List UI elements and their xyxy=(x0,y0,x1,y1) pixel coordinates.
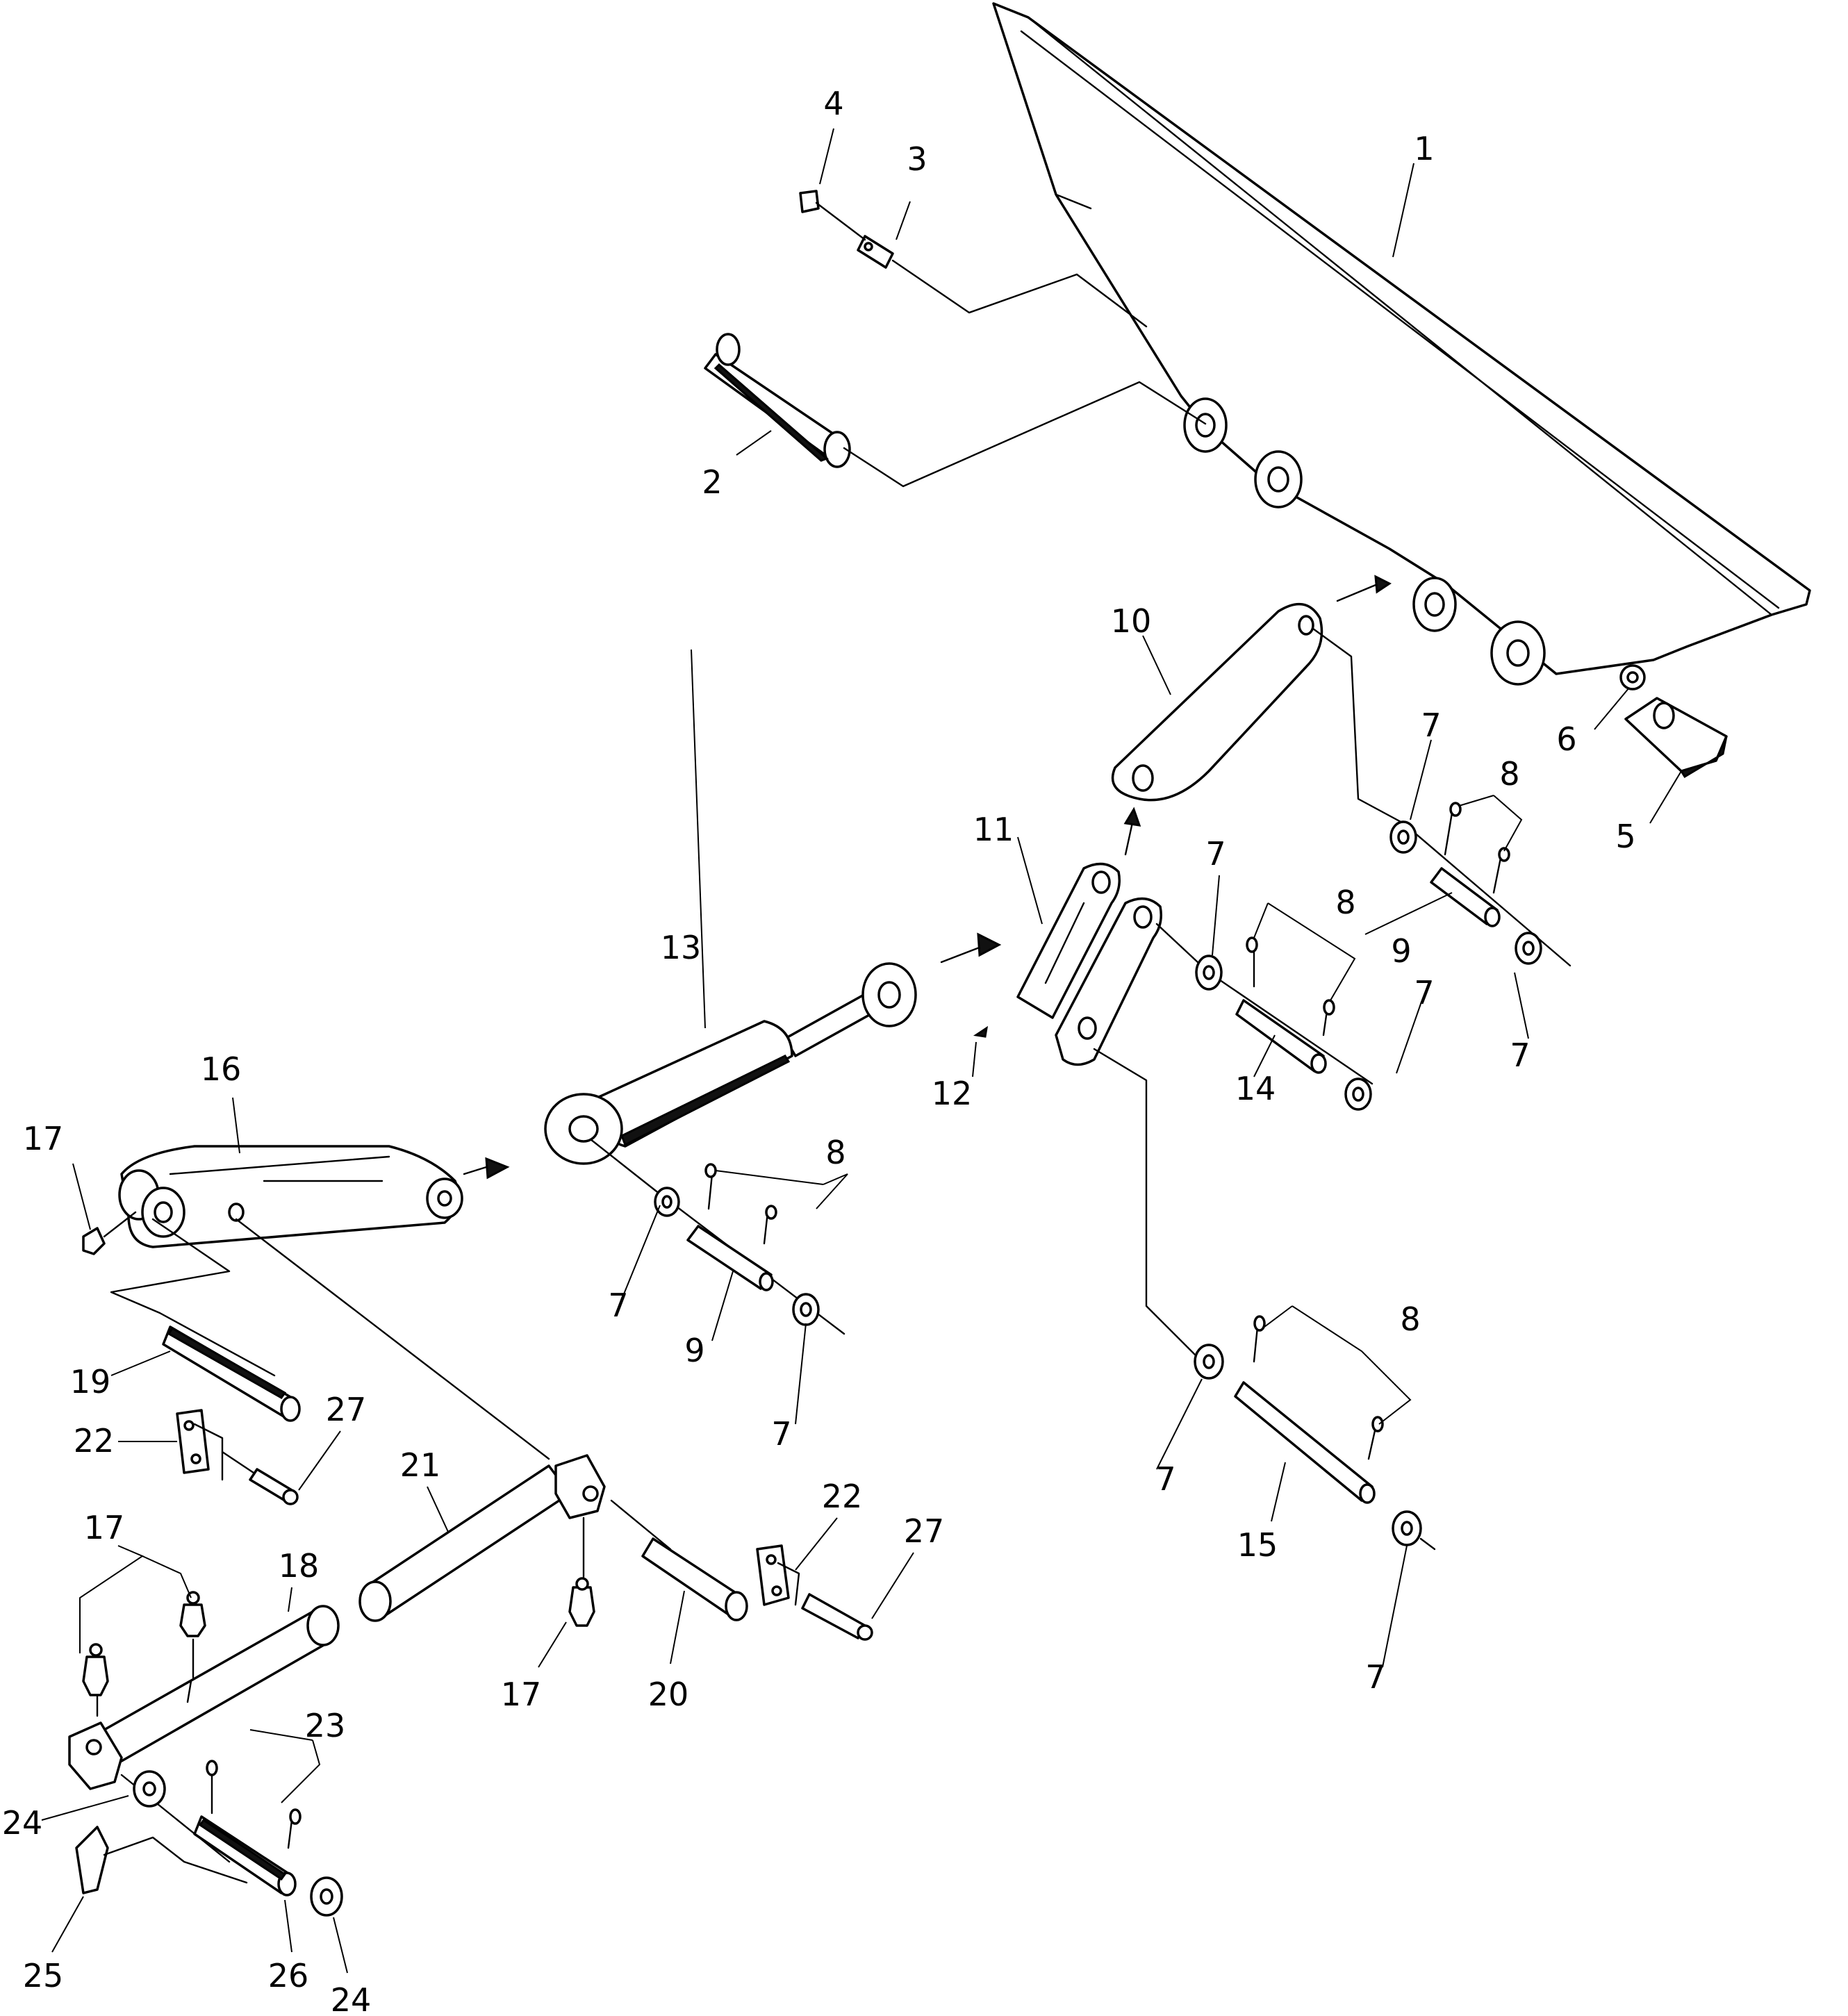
callout-1: 1 xyxy=(1414,130,1434,167)
callout-26: 26 xyxy=(268,1957,309,1994)
callout-18: 18 xyxy=(279,1547,320,1585)
callout-13: 13 xyxy=(661,929,702,966)
pin-9-group xyxy=(589,1138,845,1335)
nut-part xyxy=(1619,664,1646,691)
callout-15: 15 xyxy=(1237,1526,1278,1564)
callout-12: 12 xyxy=(932,1075,973,1112)
bolt-27-lower xyxy=(801,1593,873,1641)
callout-16: 16 xyxy=(201,1050,242,1088)
cylinder-part xyxy=(544,962,917,1165)
callout-4: 4 xyxy=(823,85,843,122)
callout-7-d: 7 xyxy=(1414,974,1434,1011)
callout-7-f: 7 xyxy=(771,1415,791,1453)
pin-part xyxy=(704,333,1207,488)
callout-23: 23 xyxy=(305,1707,346,1744)
spacer-part xyxy=(857,235,894,269)
callout-21: 21 xyxy=(400,1446,441,1484)
callout-17-b: 17 xyxy=(84,1509,125,1546)
callout-2: 2 xyxy=(702,463,722,501)
callout-11: 11 xyxy=(973,811,1014,848)
assembly-arrows xyxy=(463,575,1392,1180)
grease-fittings-lower xyxy=(82,1591,206,1696)
callout-7-c: 7 xyxy=(1205,835,1226,873)
bolt-27-upper xyxy=(221,1451,299,1505)
callout-22-b: 22 xyxy=(822,1478,863,1515)
retainer-22-lower xyxy=(756,1544,800,1606)
grease-fitting-center xyxy=(568,1577,595,1627)
callout-14: 14 xyxy=(1235,1070,1276,1107)
callout-7-e: 7 xyxy=(608,1287,628,1324)
callout-17-a: 17 xyxy=(23,1120,64,1157)
shaft-21-part xyxy=(358,1454,672,1622)
callout-17-c: 17 xyxy=(501,1676,542,1713)
callout-8-c: 8 xyxy=(825,1134,845,1171)
callout-8-d: 8 xyxy=(1400,1300,1420,1338)
bolt-part xyxy=(799,190,1148,328)
blade-part xyxy=(992,2,1811,686)
callout-27-b: 27 xyxy=(904,1512,945,1550)
callout-9-b: 9 xyxy=(684,1332,704,1369)
lower-pin-group xyxy=(75,1760,343,1917)
callout-5: 5 xyxy=(1615,818,1635,855)
callout-22-a: 22 xyxy=(74,1422,115,1460)
callout-7-g: 7 xyxy=(1155,1460,1175,1498)
callout-27-a: 27 xyxy=(326,1391,367,1428)
callout-20: 20 xyxy=(648,1676,689,1713)
pin-20-part xyxy=(641,1537,748,1621)
link-10-part xyxy=(1111,602,1571,967)
wear-pad-part xyxy=(1624,697,1728,779)
pin-14-group xyxy=(1155,923,1373,1111)
shaft-18-part xyxy=(68,1605,340,1790)
callout-24-b: 24 xyxy=(331,1981,372,2016)
callout-7-b: 7 xyxy=(1510,1036,1530,1074)
callout-9-a: 9 xyxy=(1391,932,1411,970)
callout-19: 19 xyxy=(70,1363,111,1401)
callout-25: 25 xyxy=(23,1957,64,1994)
callout-6: 6 xyxy=(1556,720,1576,758)
callout-8-a: 8 xyxy=(1499,755,1519,793)
callout-24-a: 24 xyxy=(2,1804,43,1842)
callout-10: 10 xyxy=(1111,602,1152,640)
link-11-part xyxy=(973,862,1162,1066)
callout-labels: 1 2 3 4 5 6 7 8 9 7 10 11 12 13 7 8 14 7… xyxy=(2,85,1636,2016)
arm-part xyxy=(82,1145,550,1460)
callout-7-h: 7 xyxy=(1365,1658,1385,1696)
leader-lines xyxy=(41,128,1682,1974)
retainer-22-upper xyxy=(176,1409,224,1481)
callout-3: 3 xyxy=(907,140,927,178)
pin-19-part xyxy=(162,1325,301,1422)
pin-group-right xyxy=(1389,802,1542,965)
pin-15-group xyxy=(1093,1048,1436,1551)
callout-7-a: 7 xyxy=(1421,707,1441,744)
callout-8-b: 8 xyxy=(1335,884,1355,921)
